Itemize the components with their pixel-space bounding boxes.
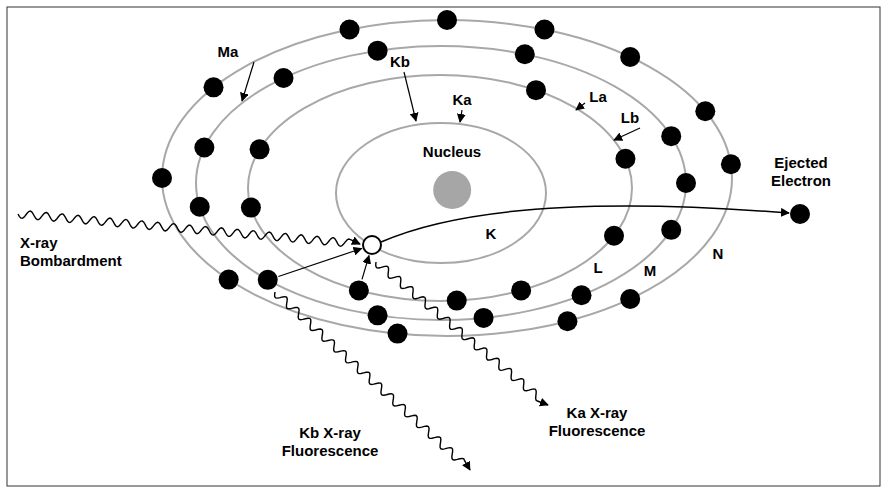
electron bbox=[615, 149, 635, 169]
electron-shell bbox=[196, 46, 686, 320]
electron bbox=[152, 168, 172, 188]
shell-label: L bbox=[593, 259, 602, 277]
electron bbox=[368, 41, 388, 61]
incident-xray-label: X-ray Bombardment bbox=[20, 234, 135, 270]
transition-label: Kb bbox=[390, 53, 410, 71]
electron bbox=[721, 154, 741, 174]
electron bbox=[661, 126, 681, 146]
electron bbox=[790, 204, 810, 224]
electron bbox=[511, 280, 531, 300]
electron bbox=[534, 20, 554, 40]
electron bbox=[695, 101, 715, 121]
transition-arrow bbox=[404, 72, 416, 121]
electron-vacancy bbox=[363, 236, 381, 254]
electron bbox=[241, 198, 261, 218]
electron bbox=[437, 10, 457, 30]
electron bbox=[349, 280, 369, 300]
electron bbox=[190, 197, 210, 217]
electron-shell bbox=[248, 75, 632, 301]
electron bbox=[204, 77, 224, 97]
transition-arrow bbox=[362, 256, 369, 280]
electron bbox=[572, 285, 592, 305]
fluorescence-label: Ka X-ray Fluorescence bbox=[542, 404, 652, 440]
electron bbox=[474, 308, 494, 328]
shell-label: K bbox=[486, 225, 497, 243]
electron bbox=[250, 139, 270, 159]
nucleus-label: Nucleus bbox=[419, 143, 485, 161]
transition-arrow bbox=[576, 103, 585, 110]
shell-label: N bbox=[713, 245, 724, 263]
frame-border bbox=[7, 7, 880, 486]
ejected-electron-label: Ejected Electron bbox=[761, 154, 841, 190]
electron bbox=[604, 226, 624, 246]
electron bbox=[620, 47, 640, 67]
nucleus: Nucleus bbox=[419, 143, 485, 211]
electron bbox=[447, 291, 467, 311]
xray-photon bbox=[18, 211, 360, 246]
electron bbox=[368, 305, 388, 325]
transition-arrow bbox=[614, 128, 640, 140]
electron bbox=[274, 68, 294, 88]
transition-arrow bbox=[242, 62, 254, 101]
electron-shell bbox=[336, 123, 546, 263]
nucleus-circle bbox=[433, 171, 471, 209]
shell-label: M bbox=[644, 262, 657, 280]
electron bbox=[258, 270, 278, 290]
electron bbox=[661, 220, 681, 240]
transition-label: Ma bbox=[218, 43, 239, 61]
electron bbox=[620, 289, 640, 309]
transition-arrow bbox=[278, 249, 361, 277]
ejected-electron-path bbox=[381, 206, 789, 242]
transition-label: Ka bbox=[452, 91, 471, 109]
electron bbox=[388, 324, 408, 344]
electron bbox=[340, 20, 360, 40]
xray-photon bbox=[376, 262, 548, 405]
electron-shell bbox=[162, 20, 732, 336]
electron bbox=[557, 311, 577, 331]
electron bbox=[676, 173, 696, 193]
fluorescence-label: Kb X-ray Fluorescence bbox=[275, 424, 385, 460]
electron bbox=[194, 138, 214, 158]
transition-arrow bbox=[460, 110, 462, 122]
electron bbox=[219, 270, 239, 290]
electron bbox=[526, 80, 546, 100]
transition-label: La bbox=[589, 88, 607, 106]
transition-label: Lb bbox=[621, 109, 639, 127]
electron bbox=[515, 44, 535, 64]
